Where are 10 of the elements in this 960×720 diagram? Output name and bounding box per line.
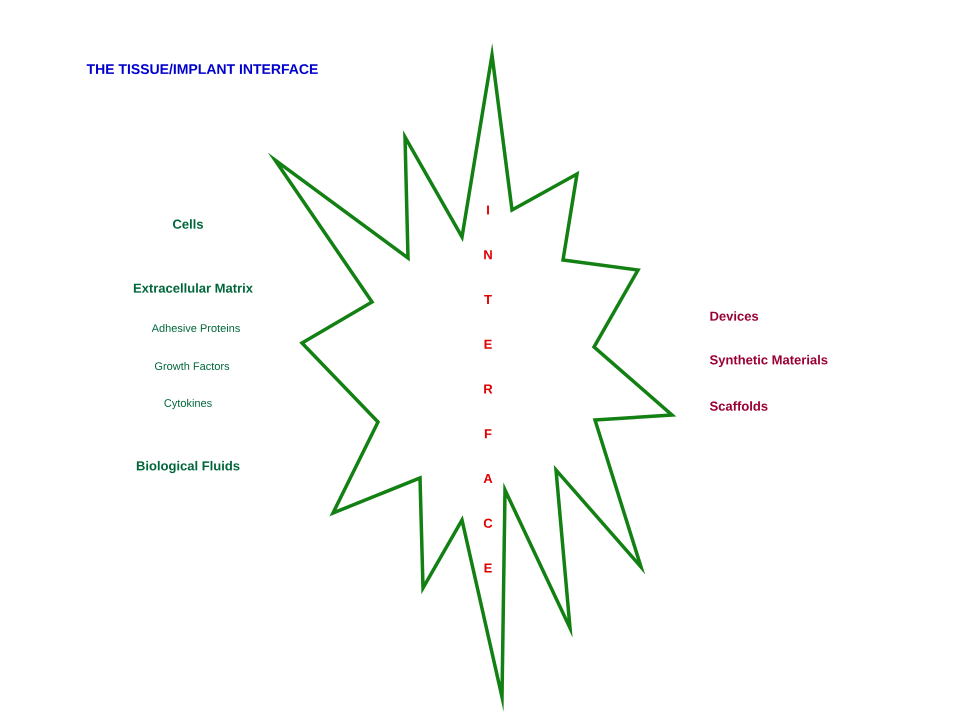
label: Cytokines (164, 398, 212, 410)
label: Cells (173, 219, 203, 229)
label: Adhesive Proteins (152, 324, 240, 332)
label: Devices (710, 311, 758, 321)
label: Biological Fluids (136, 460, 240, 474)
label: Scaffolds (710, 401, 768, 411)
label: Synthetic Materials (710, 354, 828, 368)
label: Growth Factors (154, 362, 230, 370)
label: Extracellular Matrix (134, 283, 253, 293)
title: THE TISSUE/IMPLANT INTERFACE (86, 64, 318, 74)
